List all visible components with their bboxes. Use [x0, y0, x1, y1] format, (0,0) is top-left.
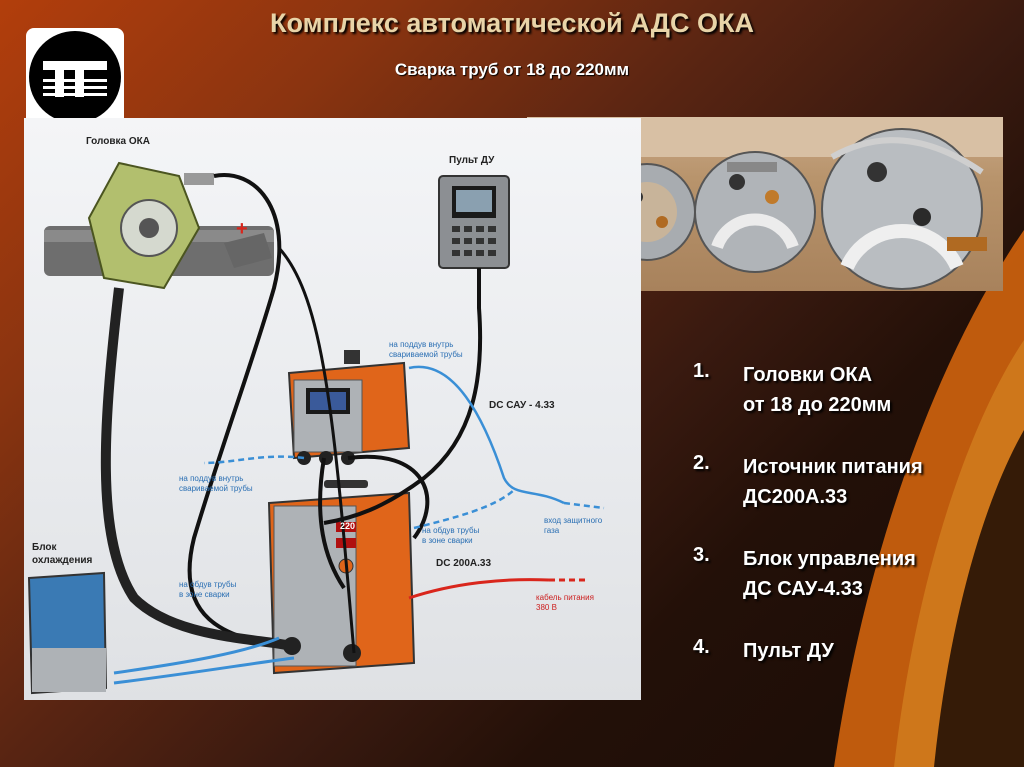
label-head: Головка ОКА: [86, 136, 150, 147]
list-line: Источник питания: [743, 456, 923, 478]
label-gas-in-2: свариваемой трубы: [389, 350, 463, 359]
list-line: Пульт ДУ: [743, 640, 834, 662]
label-gas-out-1: на обдув трубы: [179, 580, 237, 589]
label-gas-out-b1: на обдув трубы: [422, 526, 480, 535]
label-gas-inlet-2: газа: [544, 526, 560, 535]
label-cooling-2: охлаждения: [32, 555, 93, 566]
label-gas-out-2: в зоне сварки: [179, 590, 230, 599]
company-logo: [26, 28, 124, 126]
label-cable-1: кабель питания: [536, 593, 594, 602]
label-cooling-1: Блок: [32, 542, 57, 553]
slide-title: Комплекс автоматической АДС ОКА: [270, 8, 754, 38]
label-power: DC 200A.33: [436, 558, 492, 569]
head-xlarge-icon: [821, 128, 987, 290]
list-number: 3.: [693, 544, 710, 566]
system-diagram: Головка ОКА Пульт ДУ + Блок охлаждения н…: [24, 118, 641, 700]
label-controller: DC САУ - 4.33: [489, 400, 555, 411]
label-remote: Пульт ДУ: [449, 155, 495, 166]
label-gas-out-b2: в зоне сварки: [422, 536, 473, 545]
list-line: ДС САУ-4.33: [743, 578, 863, 600]
label-plus: +: [236, 218, 248, 240]
list-line: Блок управления: [743, 548, 916, 570]
label-cable-2: 380 В: [536, 603, 557, 612]
list-line: Головки ОКА: [743, 364, 873, 386]
label-gas-inlet-1: вход защитного: [544, 516, 603, 525]
list-line: ДС200А.33: [743, 486, 848, 508]
label-gas-in-b2: свариваемой трубы: [179, 484, 253, 493]
logo-mark-icon: [43, 61, 107, 97]
slide-subtitle: Сварка труб от 18 до 220мм: [394, 60, 630, 79]
list-number: 4.: [693, 636, 710, 658]
list-number: 1.: [693, 360, 710, 382]
power-display-value: 220: [340, 521, 356, 531]
head-large-icon: [694, 151, 816, 273]
label-gas-in-b1: на поддув внутрь: [179, 474, 244, 483]
list-number: 2.: [693, 452, 710, 474]
label-gas-in-1: на поддув внутрь: [389, 340, 454, 349]
ground-clamp-shape: [224, 233, 272, 268]
list-line: от 18 до 220мм: [743, 394, 892, 416]
background-swoosh: [834, 230, 1024, 767]
